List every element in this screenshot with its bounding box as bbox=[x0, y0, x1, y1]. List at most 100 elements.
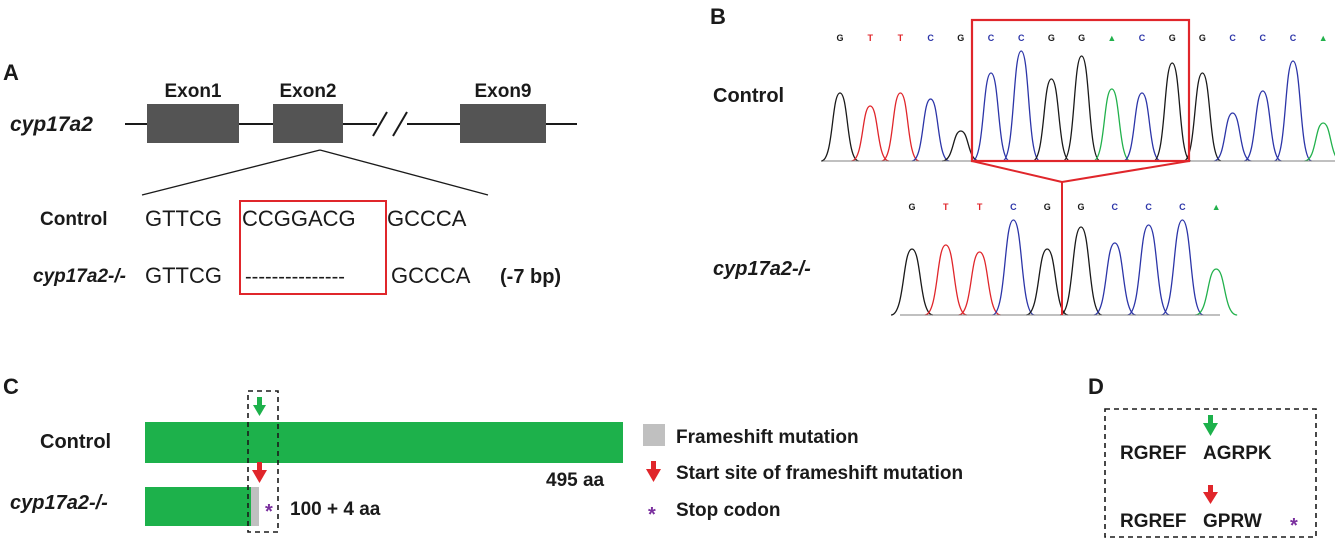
mutant-peak bbox=[924, 244, 968, 316]
legend-stop-label: Stop codon bbox=[676, 500, 780, 521]
control-label-b: Control bbox=[713, 85, 784, 107]
control-peak bbox=[881, 92, 920, 162]
mutation-site-box bbox=[247, 390, 279, 533]
control-base-call: C bbox=[988, 33, 995, 43]
mutant-peak bbox=[1127, 224, 1170, 316]
control-label-a: Control bbox=[40, 209, 108, 230]
legend-red-arrow-icon bbox=[646, 461, 661, 482]
sequence-alignment: Control GTTCG CCGGACG GCCCA cyp17a2-/- G… bbox=[33, 200, 561, 295]
mutant-base-call: T bbox=[943, 202, 949, 212]
control-peak bbox=[1001, 50, 1041, 162]
control-peak bbox=[1092, 88, 1131, 162]
control-protein-bar bbox=[145, 422, 623, 463]
mutant-peak bbox=[1195, 268, 1238, 316]
mutant-seq-left: GTTCG bbox=[145, 263, 222, 288]
exon1-box bbox=[147, 104, 239, 143]
legend-frameshift-label: Frameshift mutation bbox=[676, 427, 859, 448]
legend-start-label: Start site of frameshift mutation bbox=[676, 463, 963, 484]
mutant-peak bbox=[890, 248, 934, 316]
control-peak bbox=[1122, 92, 1162, 162]
mutant-peak bbox=[1059, 226, 1103, 316]
mutant-peak bbox=[1093, 242, 1137, 316]
mutant-peptide-right: GPRW bbox=[1203, 511, 1262, 532]
control-seq-target: CCGGACG bbox=[242, 206, 356, 231]
peptide-box bbox=[1104, 408, 1317, 538]
legend-frameshift-swatch bbox=[643, 424, 665, 446]
connector-right bbox=[1061, 160, 1190, 183]
panel-label-a: A bbox=[3, 60, 19, 85]
control-base-call: ▲ bbox=[1107, 33, 1116, 43]
control-peak bbox=[1032, 78, 1071, 162]
panel-label-c: C bbox=[3, 374, 19, 399]
zoom-line-right bbox=[319, 149, 489, 196]
control-peptide-left: RGREF bbox=[1120, 443, 1187, 464]
mutant-length: 100 + 4 aa bbox=[290, 499, 381, 520]
mutant-base-call: G bbox=[1044, 202, 1051, 212]
mutant-base-call: C bbox=[1112, 202, 1119, 212]
panel-label-b: B bbox=[710, 4, 726, 29]
gene-name: cyp17a2 bbox=[10, 113, 93, 136]
mutant-peak bbox=[992, 219, 1035, 316]
exon2-box bbox=[273, 104, 343, 143]
zoom-line-left bbox=[141, 149, 321, 196]
mutant-base-call: C bbox=[1145, 202, 1152, 212]
mutant-seq-right: GCCCA bbox=[391, 263, 471, 288]
mutant-base-call: C bbox=[1179, 202, 1186, 212]
mutant-base-call: G bbox=[908, 202, 915, 212]
control-seq-left: GTTCG bbox=[145, 206, 222, 231]
deleted-region-box bbox=[239, 200, 387, 295]
control-peak bbox=[1152, 62, 1192, 162]
deletion-size: (-7 bp) bbox=[500, 266, 561, 288]
mutant-label-a: cyp17a2-/- bbox=[33, 266, 126, 287]
control-length: 495 aa bbox=[546, 470, 605, 491]
control-seq-right: GCCCA bbox=[387, 206, 467, 231]
control-highlight-box bbox=[970, 18, 1191, 163]
break-mark-1 bbox=[372, 111, 388, 137]
control-peak bbox=[911, 98, 950, 162]
control-label-c: Control bbox=[40, 431, 111, 453]
control-base-call: G bbox=[1078, 33, 1085, 43]
control-base-call: C bbox=[927, 33, 934, 43]
peptide-stop-symbol: * bbox=[1290, 515, 1298, 537]
control-base-call: ▲ bbox=[1319, 33, 1328, 43]
control-peak bbox=[1304, 122, 1335, 162]
control-base-call: C bbox=[1229, 33, 1236, 43]
green-arrow-icon bbox=[253, 397, 266, 416]
exon2-label: Exon2 bbox=[279, 81, 336, 102]
control-base-call: G bbox=[836, 33, 843, 43]
control-base-call: T bbox=[898, 33, 904, 43]
control-peak bbox=[1183, 72, 1222, 162]
break-mark-2 bbox=[392, 111, 408, 137]
mutant-peak bbox=[1161, 219, 1204, 316]
mutant-peptide-left: RGREF bbox=[1120, 511, 1187, 532]
panel-label-d: D bbox=[1088, 374, 1104, 399]
control-base-call: G bbox=[957, 33, 964, 43]
control-base-call: C bbox=[1290, 33, 1297, 43]
exon9-box bbox=[460, 104, 546, 143]
mutant-protein-bar bbox=[145, 487, 251, 526]
control-peak bbox=[1273, 60, 1313, 162]
mutant-trace bbox=[890, 219, 1238, 316]
mutant-label-c: cyp17a2-/- bbox=[10, 492, 108, 514]
mutant-peak bbox=[958, 251, 1001, 316]
control-peak bbox=[820, 92, 860, 162]
control-peak bbox=[971, 72, 1011, 162]
mutant-seq-gap: --------------- bbox=[245, 266, 345, 288]
protein-diagram: Control 495 aa cyp17a2-/- * 100 + 4 aa bbox=[10, 390, 623, 533]
peptide-red-arrow-icon bbox=[1203, 485, 1218, 504]
control-peptide-right: AGRPK bbox=[1203, 443, 1272, 464]
mutant-peak bbox=[1025, 248, 1069, 316]
control-peak bbox=[851, 105, 890, 162]
mutant-base-call: ▲ bbox=[1212, 202, 1221, 212]
deletion-connector bbox=[971, 160, 1190, 315]
legend-stop-symbol: * bbox=[648, 504, 656, 526]
mutant-base-call: C bbox=[1010, 202, 1017, 212]
control-peak bbox=[941, 130, 980, 162]
control-base-call: C bbox=[1260, 33, 1267, 43]
control-peak bbox=[1243, 90, 1282, 162]
connector-left bbox=[971, 160, 1063, 183]
